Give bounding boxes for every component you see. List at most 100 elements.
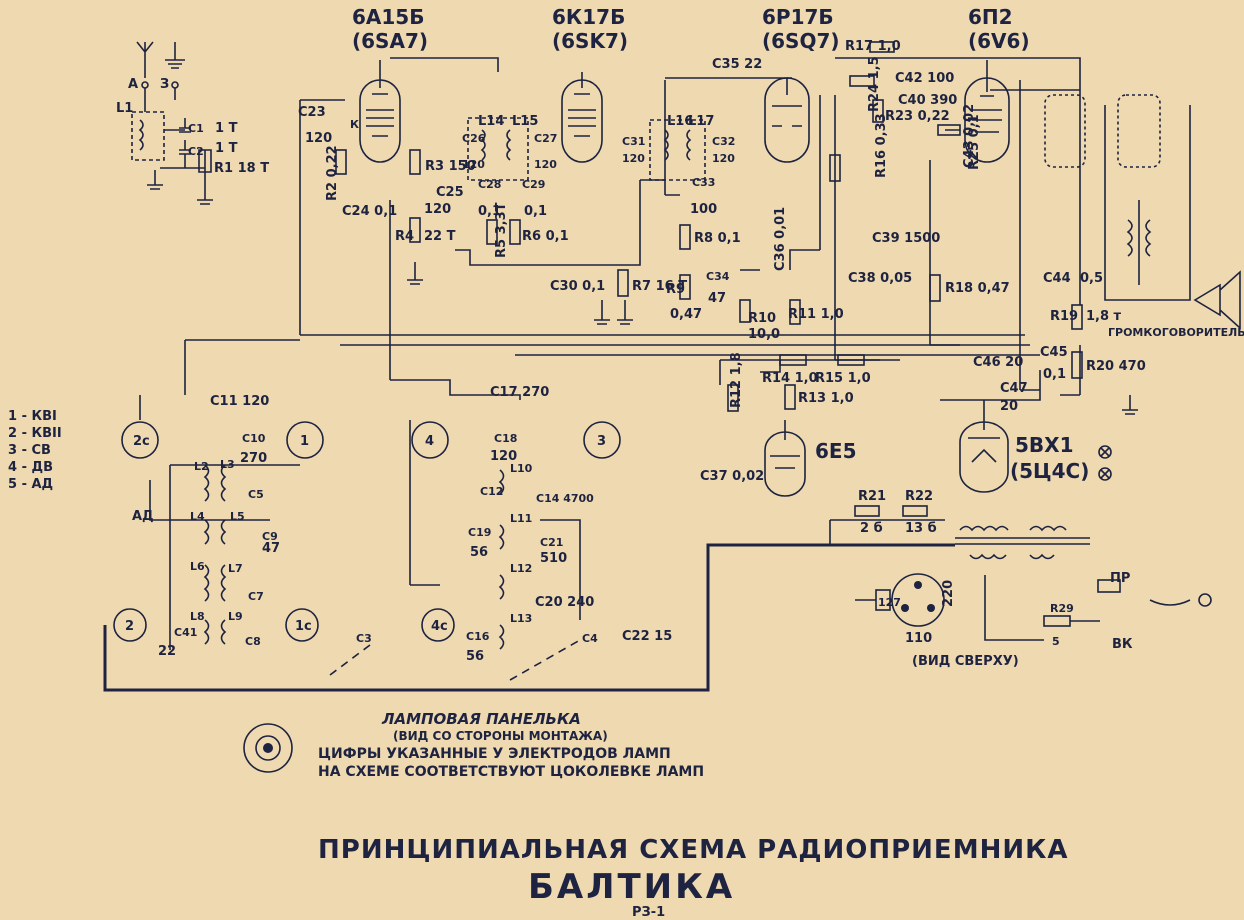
ground-z-label: З	[160, 77, 169, 92]
tube-v4: 6П2 (6V6)	[964, 5, 1030, 163]
t2-label: 1 Т	[215, 141, 238, 156]
tube-v4-type: 6П2	[968, 5, 1013, 29]
svg-text:110: 110	[905, 631, 932, 646]
svg-text:120: 120	[424, 202, 451, 217]
svg-text:R15 1,0: R15 1,0	[815, 371, 871, 386]
svg-text:R23 0,22: R23 0,22	[885, 109, 950, 124]
svg-text:L8: L8	[190, 610, 205, 623]
if-transformers	[467, 94, 1241, 330]
svg-text:20: 20	[1000, 399, 1018, 414]
svg-text:C3: C3	[356, 632, 372, 645]
svg-text:R19: R19	[1050, 309, 1078, 324]
svg-text:C19: C19	[468, 526, 491, 539]
svg-text:100: 100	[690, 202, 717, 217]
socket-note-line2: НА СХЕМЕ СООТВЕТСТВУЮТ ЦОКОЛЕВКЕ ЛАМП	[318, 764, 704, 780]
svg-text:10,0: 10,0	[748, 327, 780, 342]
tube-v1-equiv: (6SA7)	[352, 29, 428, 53]
svg-text:К: К	[350, 118, 359, 131]
svg-text:C20 240: C20 240	[535, 595, 594, 610]
svg-text:0,1: 0,1	[478, 204, 501, 219]
svg-text:56: 56	[466, 649, 484, 664]
svg-text:120: 120	[462, 158, 485, 171]
tube-v4-equiv: (6V6)	[968, 29, 1030, 53]
svg-text:56: 56	[470, 545, 488, 560]
tube-v5: 6Е5	[764, 420, 857, 497]
svg-text:L11: L11	[510, 512, 532, 525]
svg-text:R18 0,47: R18 0,47	[945, 281, 1010, 296]
resistors	[335, 41, 1083, 627]
svg-text:C41: C41	[174, 626, 197, 639]
antenna-input: А З L1 C1 C2 1 Т 1 Т R1 18 Т	[116, 41, 269, 185]
svg-text:L14: L14	[478, 114, 504, 129]
svg-text:R12 1,8: R12 1,8	[729, 352, 744, 408]
svg-text:C22 15: C22 15	[622, 629, 672, 644]
svg-text:120: 120	[305, 131, 332, 146]
svg-text:R17 1,0: R17 1,0	[845, 39, 901, 54]
svg-text:13 б: 13 б	[905, 521, 937, 536]
receiver-name: БАЛТИКА	[528, 867, 735, 907]
svg-text:R6 0,1: R6 0,1	[522, 229, 569, 244]
tube-v6-equiv: (5Ц4С)	[1010, 459, 1089, 483]
svg-text:R16 0,33: R16 0,33	[874, 113, 889, 178]
tube-v5-type: 6Е5	[815, 439, 857, 463]
svg-text:C40 390: C40 390	[898, 93, 957, 108]
svg-text:3: 3	[597, 434, 606, 449]
svg-text:ВК: ВК	[1112, 637, 1133, 652]
svg-text:2с: 2с	[133, 434, 150, 449]
svg-text:120: 120	[490, 449, 517, 464]
svg-text:L4: L4	[190, 510, 205, 523]
socket-diagram	[243, 723, 293, 773]
svg-text:4: 4	[425, 434, 434, 449]
svg-text:L2: L2	[194, 460, 209, 473]
tube-v3-equiv: (6SQ7)	[762, 29, 840, 53]
svg-text:C4: C4	[582, 632, 598, 645]
tube-v2-type: 6К17Б	[552, 5, 625, 29]
svg-text:C47: C47	[1000, 381, 1028, 396]
svg-text:L5: L5	[230, 510, 245, 523]
svg-text:220: 220	[941, 580, 956, 607]
svg-text:C39 1500: C39 1500	[872, 231, 940, 246]
tube-v6: 5ВХ1 (5Ц4С)	[959, 400, 1089, 493]
svg-text:1,8 т: 1,8 т	[1086, 309, 1122, 324]
band-legend-3: 3 - СВ	[8, 443, 51, 458]
svg-text:R14 1,0: R14 1,0	[762, 371, 818, 386]
band-switches: 2с 1 4 3 2 1с 4с	[113, 421, 621, 681]
svg-text:L9: L9	[228, 610, 243, 623]
socket-note-subtitle: (ВИД СО СТОРОНЫ МОНТАЖА)	[393, 729, 608, 743]
svg-text:C25: C25	[436, 185, 464, 200]
svg-text:R11 1,0: R11 1,0	[788, 307, 844, 322]
svg-text:R10: R10	[748, 311, 776, 326]
svg-text:R13 1,0: R13 1,0	[798, 391, 854, 406]
svg-text:R8 0,1: R8 0,1	[694, 231, 741, 246]
svg-text:L6: L6	[190, 560, 205, 573]
svg-text:C29: C29	[522, 178, 545, 191]
schematic-title: ПРИНЦИПИАЛЬНАЯ СХЕМА РАДИОПРИЕМНИКА	[318, 835, 1068, 865]
svg-text:ПР: ПР	[1110, 571, 1130, 586]
svg-text:C28: C28	[478, 178, 501, 191]
svg-text:L17: L17	[688, 114, 714, 129]
socket-note-line1: ЦИФРЫ УКАЗАННЫЕ У ЭЛЕКТРОДОВ ЛАМП	[318, 746, 671, 762]
svg-text:2 б: 2 б	[860, 521, 883, 536]
band-legend: 1 - КВI 2 - КВII 3 - СВ 4 - ДВ 5 - АД	[8, 409, 62, 492]
band-legend-1: 1 - КВI	[8, 409, 57, 424]
svg-text:120: 120	[622, 152, 645, 165]
tube-v1-type: 6А15Б	[352, 5, 424, 29]
svg-text:R3 150: R3 150	[425, 159, 476, 174]
svg-text:C26: C26	[462, 132, 486, 145]
band-legend-5: 5 - АД	[8, 477, 53, 492]
t1-label: 1 Т	[215, 121, 238, 136]
svg-text:R2 0,22: R2 0,22	[325, 145, 340, 201]
socket-note: ЛАМПОВАЯ ПАНЕЛЬКА (ВИД СО СТОРОНЫ МОНТАЖ…	[318, 710, 704, 780]
svg-text:C12: C12	[480, 485, 503, 498]
svg-text:0,1: 0,1	[524, 204, 547, 219]
svg-text:C7: C7	[248, 590, 264, 603]
svg-text:22: 22	[158, 644, 176, 659]
svg-text:L10: L10	[510, 462, 533, 475]
power-transformer: ПР ВК R29 5	[955, 445, 1212, 652]
svg-text:47: 47	[708, 291, 726, 306]
svg-text:C11 120: C11 120	[210, 394, 269, 409]
model-code: РЗ-1	[632, 905, 665, 920]
socket-note-title: ЛАМПОВАЯ ПАНЕЛЬКА	[381, 710, 581, 728]
svg-text:120: 120	[534, 158, 557, 171]
